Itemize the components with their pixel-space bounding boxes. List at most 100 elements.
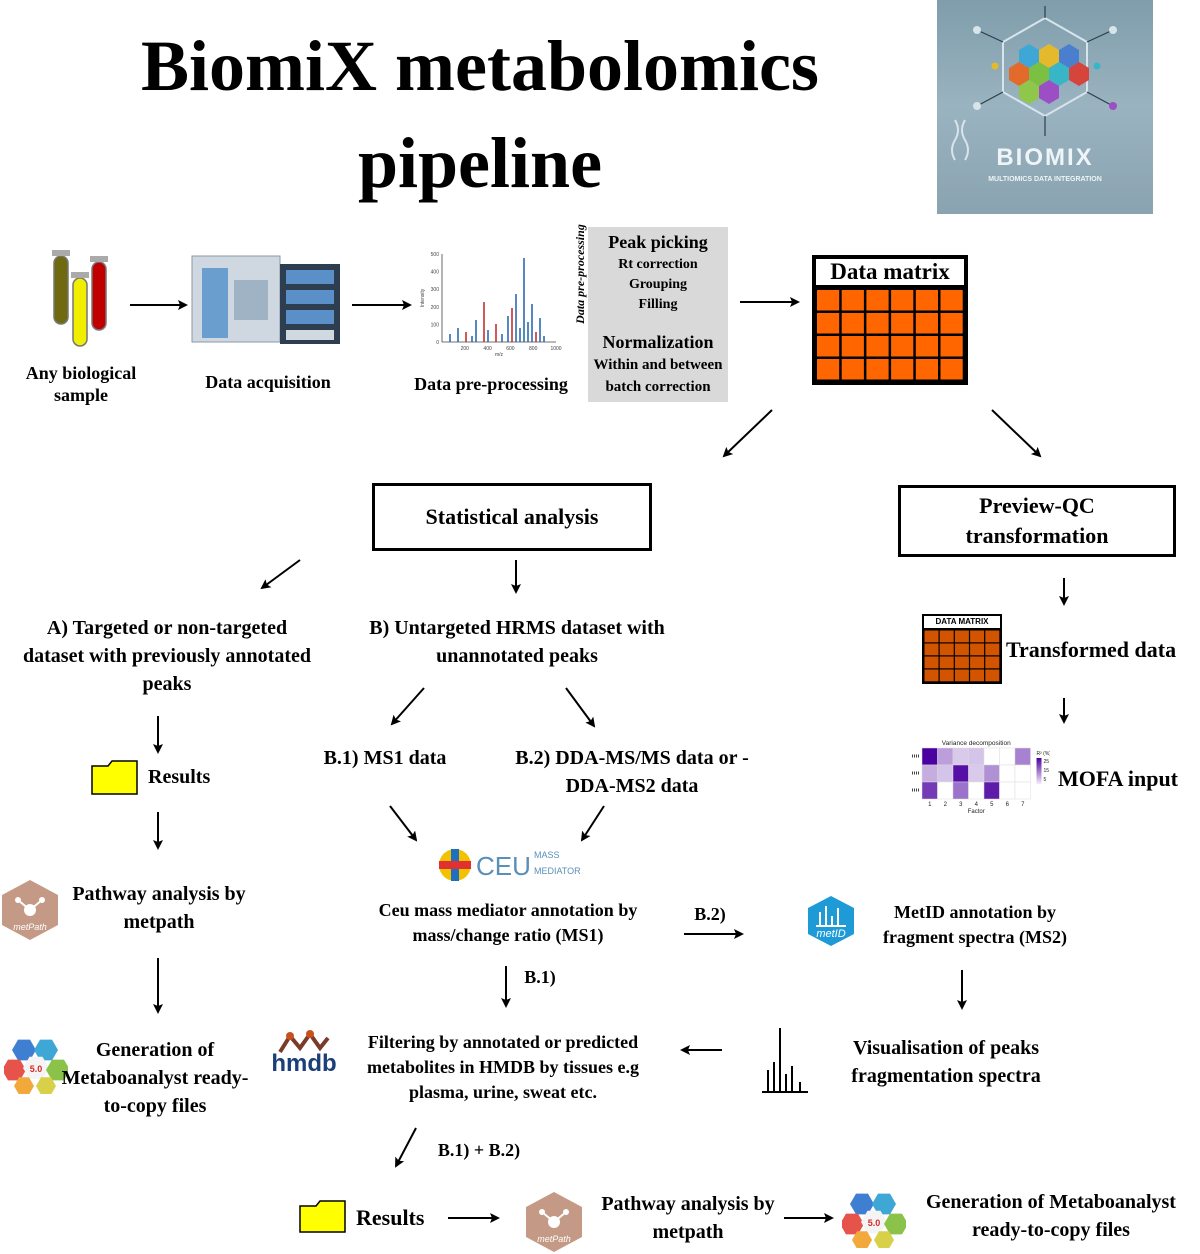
spectrum-y-tick: 500 bbox=[431, 252, 440, 258]
peak-picking-label: Peak picking bbox=[608, 232, 708, 252]
results-label: Results bbox=[148, 766, 211, 788]
metaboanalyst-hex bbox=[46, 1059, 68, 1081]
matrix-cell bbox=[915, 290, 938, 311]
metaboanalyst-hex bbox=[861, 1210, 887, 1234]
ceu-logo-mediator: MEDIATOR bbox=[534, 866, 581, 876]
metid-logo-text: metID bbox=[816, 928, 846, 940]
metaboanalyst-hex bbox=[850, 1193, 874, 1215]
pathway-analysis-bottom-label: Pathway analysis by metpath bbox=[601, 1193, 775, 1243]
small-matrix-cell bbox=[985, 656, 1000, 669]
pathway-analysis-label: Pathway analysis by metpath bbox=[72, 883, 246, 933]
matrix-cell bbox=[817, 336, 840, 357]
small-matrix-cell bbox=[924, 643, 939, 656]
transformed-data-label: Transformed data bbox=[1006, 637, 1177, 662]
preview-qc-label: Preview-QC transformation bbox=[965, 493, 1109, 548]
ceu-logo-text: CEU bbox=[476, 851, 531, 881]
matrix-cell bbox=[940, 313, 963, 334]
ceu-mass-mediator-logo: CEU MASS MEDIATOR bbox=[438, 848, 581, 884]
metpath-node bbox=[563, 1209, 569, 1215]
flow-arrow bbox=[565, 687, 596, 728]
biomix-logo-graphic bbox=[951, 6, 1117, 161]
metaboanalyst-hex bbox=[842, 1213, 864, 1235]
spectrum-y-tick: 100 bbox=[431, 322, 440, 328]
matrix-cell bbox=[841, 336, 864, 357]
matrix-cell bbox=[891, 290, 914, 311]
small-matrix-cell bbox=[939, 669, 954, 682]
metaboanalyst-hex bbox=[884, 1213, 906, 1235]
heatmap-legend-bar bbox=[1036, 758, 1042, 784]
hmdb-logo-text: hmdb bbox=[271, 1050, 337, 1077]
spectrum-x-tick: 800 bbox=[529, 346, 538, 352]
small-matrix-cell bbox=[970, 630, 985, 643]
metpath-node bbox=[548, 1216, 560, 1228]
matrix-cell bbox=[817, 313, 840, 334]
metpath-node bbox=[39, 897, 45, 903]
biomix-logo-subtitle: MULTIOMICS DATA INTEGRATION bbox=[988, 176, 1102, 183]
lcms-instrument-icon bbox=[191, 255, 340, 344]
small-matrix-cell bbox=[970, 669, 985, 682]
flow-arrow bbox=[991, 409, 1042, 458]
metaboanalyst-hex bbox=[12, 1039, 36, 1061]
small-matrix-cell bbox=[985, 669, 1000, 682]
normalization-label: Normalization bbox=[602, 332, 714, 352]
matrix-cell bbox=[915, 359, 938, 380]
preprocessing-steps-box bbox=[588, 227, 728, 402]
metpath-icon-bottom: metPath bbox=[526, 1192, 582, 1252]
heatmap-legend-tick: 5 bbox=[1044, 777, 1047, 783]
metpath-icon: metPath bbox=[2, 880, 58, 940]
matrix-cell bbox=[817, 359, 840, 380]
generation-metaboanalyst-bottom-label: Generation of Metaboanalyst ready-to-cop… bbox=[926, 1191, 1176, 1241]
matrix-cell bbox=[866, 336, 889, 357]
heatmap-factor-tick: 6 bbox=[1006, 802, 1010, 808]
metpath-logo-text: metPath bbox=[13, 922, 47, 932]
biomix-logo: BIOMIX MULTIOMICS DATA INTEGRATION bbox=[937, 0, 1153, 214]
small-matrix-cell bbox=[924, 669, 939, 682]
small-matrix-cell bbox=[924, 656, 939, 669]
matrix-cell bbox=[866, 313, 889, 334]
filtering-label: Filtering by annotated or predicted meta… bbox=[367, 1032, 639, 1103]
b2-dda-data-label: B.2) DDA-MS/MS data or - DDA-MS2 data bbox=[515, 747, 749, 797]
grouping-label: Grouping bbox=[628, 277, 688, 292]
spectrum-x-tick: 600 bbox=[506, 346, 515, 352]
spectrum-y-tick: 300 bbox=[431, 287, 440, 293]
matrix-cell bbox=[817, 290, 840, 311]
metaboanalyst-icon: 5.0 bbox=[4, 1039, 68, 1094]
metaboanalyst-hex bbox=[4, 1059, 26, 1081]
small-data-matrix-title: DATA MATRIX bbox=[924, 616, 1000, 628]
heatmap-factor-tick: 5 bbox=[990, 802, 994, 808]
small-matrix-cell bbox=[939, 630, 954, 643]
spectrum-x-label: m/z bbox=[495, 352, 504, 356]
b1-arrow-label: B.1) bbox=[524, 967, 556, 987]
folder-icon bbox=[91, 760, 138, 795]
flow-arrow bbox=[395, 1127, 417, 1168]
metaboanalyst-hex bbox=[872, 1193, 896, 1215]
page-title: BiomiX metabolomics pipeline bbox=[141, 26, 819, 204]
matrix-cell bbox=[891, 313, 914, 334]
spectrum-x-tick: 1000 bbox=[550, 346, 561, 352]
label-data-preprocessing: Data pre-processing bbox=[414, 374, 568, 394]
metaboanalyst-hex bbox=[14, 1077, 34, 1094]
ceu-cross-icon bbox=[439, 849, 471, 881]
fragment-spectrum-icon bbox=[762, 1028, 808, 1093]
spectrum-y-tick: 200 bbox=[431, 305, 440, 311]
spectrum-y-tick: 400 bbox=[431, 270, 440, 276]
rt-correction-label: Rt correction bbox=[618, 257, 698, 272]
heatmap-factor-tick: 7 bbox=[1021, 802, 1025, 808]
metpath-node bbox=[24, 904, 36, 916]
heatmap-factor-tick: 1 bbox=[928, 802, 932, 808]
matrix-cell bbox=[866, 359, 889, 380]
metaboanalyst-hex bbox=[23, 1056, 49, 1080]
heatmap-x-label: Factor bbox=[968, 809, 985, 815]
small-matrix-cell bbox=[954, 643, 969, 656]
b2-arrow-label: B.2) bbox=[694, 904, 726, 924]
small-matrix-cell bbox=[954, 630, 969, 643]
folder-icon-bottom bbox=[299, 1200, 346, 1233]
heatmap-legend-label: R² (%) bbox=[1037, 751, 1051, 757]
heatmap-legend-tick: 15 bbox=[1044, 768, 1050, 774]
metaboanalyst-hex bbox=[36, 1077, 56, 1094]
metaboanalyst-icon-bottom: 5.0 bbox=[842, 1193, 906, 1248]
matrix-cell bbox=[915, 313, 938, 334]
